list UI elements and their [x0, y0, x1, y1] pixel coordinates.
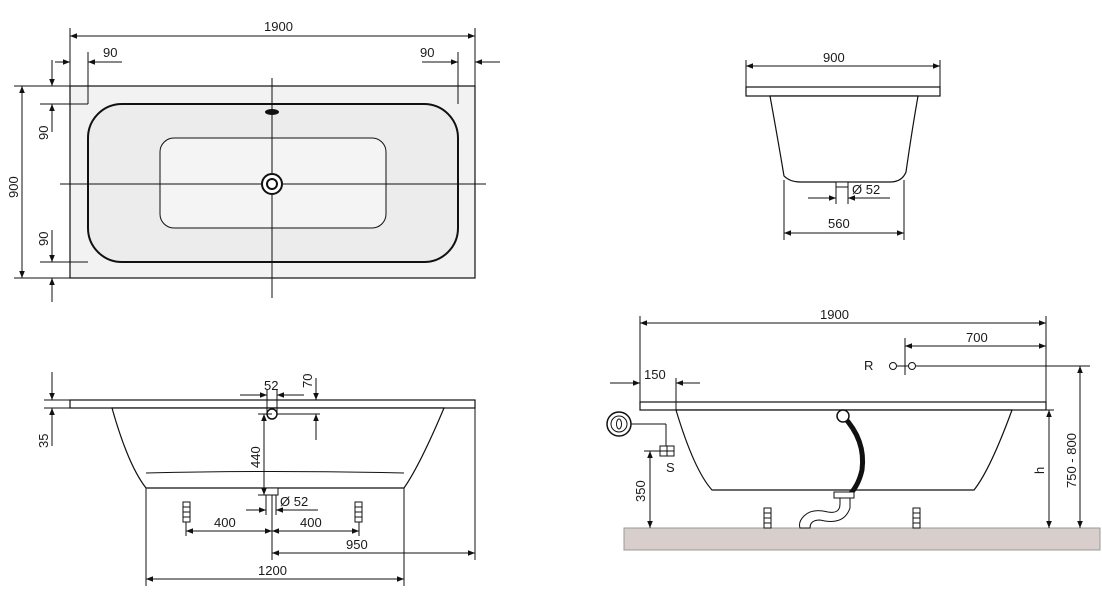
dim-top-rim-left: 90 — [103, 45, 117, 60]
valve-r-icon — [889, 362, 897, 370]
dim-side-drain: Ø 52 — [280, 494, 308, 509]
dim-side-foot-right: 400 — [300, 515, 322, 530]
dim-top-rim-right: 90 — [420, 45, 434, 60]
dim-install-height: h — [1032, 467, 1047, 474]
dim-side-rim: 35 — [36, 434, 51, 448]
dim-side-overflow: 52 — [264, 378, 278, 393]
install-foot-left-icon — [763, 507, 772, 529]
dim-install-total-height: 750 - 800 — [1064, 433, 1079, 488]
install-body — [675, 409, 1013, 491]
dim-top-width: 900 — [6, 176, 21, 198]
overflow-icon — [265, 109, 279, 115]
dim-install-edge: 150 — [644, 367, 666, 382]
dim-side-end: 950 — [346, 537, 368, 552]
dim-end-drain: Ø 52 — [852, 182, 880, 197]
top-view: 1900 90 90 900 90 90 — [6, 19, 500, 302]
side-foot-left-icon — [182, 501, 191, 523]
end-drain-stub — [835, 181, 849, 188]
drain-inner-icon — [266, 178, 278, 190]
label-valve: R — [864, 358, 873, 373]
side-foot-right-icon — [354, 501, 363, 523]
dim-top-rim-bottom: 90 — [36, 232, 51, 246]
install-pipe — [841, 414, 866, 500]
dim-install-length: 1900 — [820, 307, 849, 322]
end-rim — [745, 86, 941, 97]
install-foot-right-icon — [912, 507, 921, 529]
side-drain-stub — [263, 487, 279, 496]
side-floor-line — [145, 471, 405, 474]
dim-end-width: 900 — [823, 50, 845, 65]
dim-side-overflow-drain: 440 — [248, 446, 263, 468]
dim-top-length: 1900 — [264, 19, 293, 34]
dim-side-overflow-top: 70 — [300, 374, 315, 388]
install-overflow-icon — [836, 409, 850, 423]
install-floor — [623, 527, 1101, 551]
dim-side-bottom: 1200 — [258, 563, 287, 578]
dim-side-foot-left: 400 — [214, 515, 236, 530]
dim-end-bottom: 560 — [828, 216, 850, 231]
end-body — [769, 95, 919, 183]
install-view: 1900 700 R 150 S 350 h — [606, 307, 1101, 551]
dim-top-rim-top: 90 — [36, 126, 51, 140]
dim-install-valve: 700 — [966, 330, 988, 345]
install-rim — [639, 401, 1047, 411]
end-view: 900 Ø 52 560 — [745, 50, 941, 240]
label-trap: S — [666, 460, 675, 475]
side-body — [111, 407, 445, 489]
install-trap — [799, 493, 851, 529]
dim-install-trap: 350 — [633, 480, 648, 502]
side-rim — [69, 399, 476, 409]
side-view: 35 52 70 440 Ø 52 400 400 — [36, 372, 476, 586]
valve-r2-icon — [908, 362, 916, 370]
